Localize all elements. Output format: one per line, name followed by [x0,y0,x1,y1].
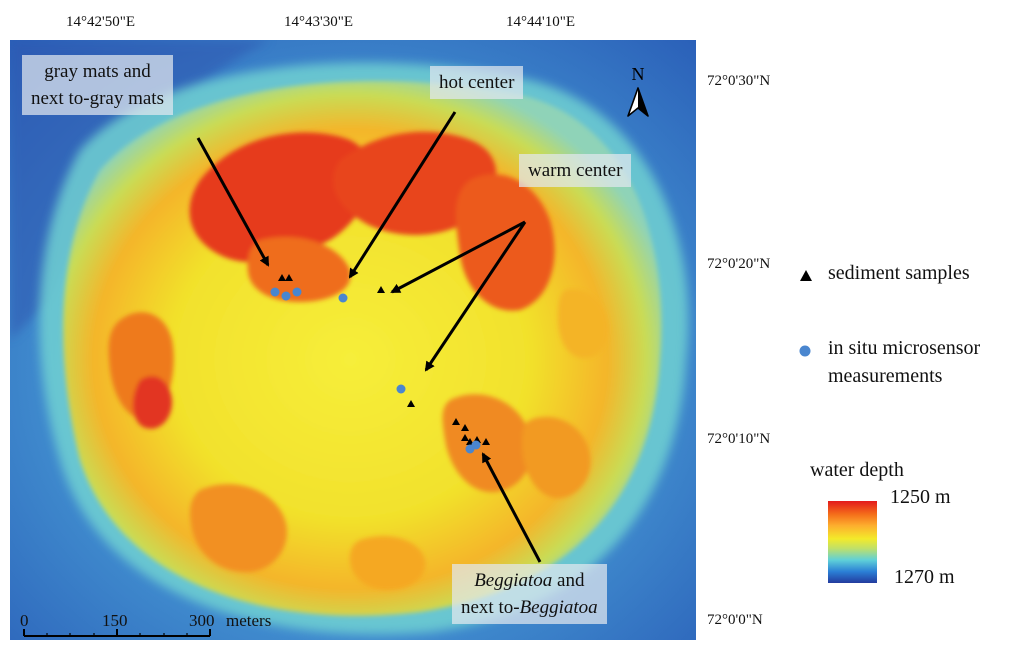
ridge-zone [455,174,555,311]
callout-arrows [196,111,542,563]
deep-zone [10,40,270,340]
arrow-beggiatoa [481,452,542,563]
callout-line: next to-Beggiatoa [461,597,598,618]
callout-line: gray mats and [44,61,151,82]
north-arrow-icon [627,87,649,117]
scale-unit-label: meters [226,611,272,630]
depth-scale-min-label: 1250 m [890,486,951,508]
sediment-sample-marker [407,400,415,407]
ridge-zone [558,289,609,359]
scale-tick-label: 300 [189,611,215,630]
depth-scale-max-label: 1270 m [894,566,955,588]
latitude-label: 72°0'20"N [707,256,771,272]
italic-genus: Beggiatoa [474,570,553,591]
microsensor-marker [281,291,291,301]
arrow-warm-center-1 [390,220,526,294]
ridge-zone [132,376,173,429]
ridge-zone [522,416,591,499]
ridge-zone [349,536,426,590]
legend-microsensor-label: in situ microsensor measurements [828,337,981,387]
ridge-zones [108,131,609,590]
microsensor-marker [338,293,348,303]
microsensor-marker [396,384,406,394]
microsensor-marker [270,287,280,297]
scale-tick-label: 150 [102,611,128,630]
ridge-zone [189,132,372,263]
callout-warm-center: warm center [519,154,632,187]
callout-line: Beggiatoa and [474,570,585,591]
sediment-sample-marker [461,424,469,431]
north-arrow-label: N [632,64,645,84]
ridge-zone [332,131,497,235]
microsensor-marker [471,440,481,450]
sediment-sample-marker [461,434,469,441]
legend-sediment-label: sediment samples [828,262,970,284]
arrow-hot-center [348,111,457,279]
depth-color-bar [828,501,877,583]
longitude-label: 14°43'30"E [284,14,353,30]
latitude-label: 72°0'10"N [707,431,771,447]
arrow-gray-mats [196,137,270,267]
arrow-warm-center-2 [424,221,527,372]
callout-hot-center: hot center [430,66,524,99]
microsensor-markers [270,287,481,454]
scale-bar [23,629,211,637]
longitude-label: 14°44'10"E [506,14,575,30]
scale-tick-label: 0 [20,611,29,630]
sediment-sample-marker [452,418,460,425]
ridge-zone [190,484,287,573]
callout-gray-mats: gray mats and next to-gray mats [22,55,173,115]
sediment-sample-marker [278,274,286,281]
italic-genus: Beggiatoa [519,597,598,618]
latitude-label: 72°0'30"N [707,73,771,89]
microsensor-marker [292,287,302,297]
longitude-label: 14°42'50"E [66,14,135,30]
bathymetry-map: N [10,40,696,640]
latitude-label: 72°0'0"N [707,612,763,628]
legend-triangle-icon [800,270,812,281]
sediment-sample-marker [377,286,385,293]
callout-line: next to-gray mats [31,88,164,109]
ridge-zone [247,236,351,302]
depth-scale-title: water depth [810,459,904,481]
sediment-sample-marker [482,438,490,445]
sediment-sample-marker [285,274,293,281]
callout-beggiatoa: Beggiatoa and next to-Beggiatoa [452,564,607,624]
legend-circle-icon [799,345,811,357]
